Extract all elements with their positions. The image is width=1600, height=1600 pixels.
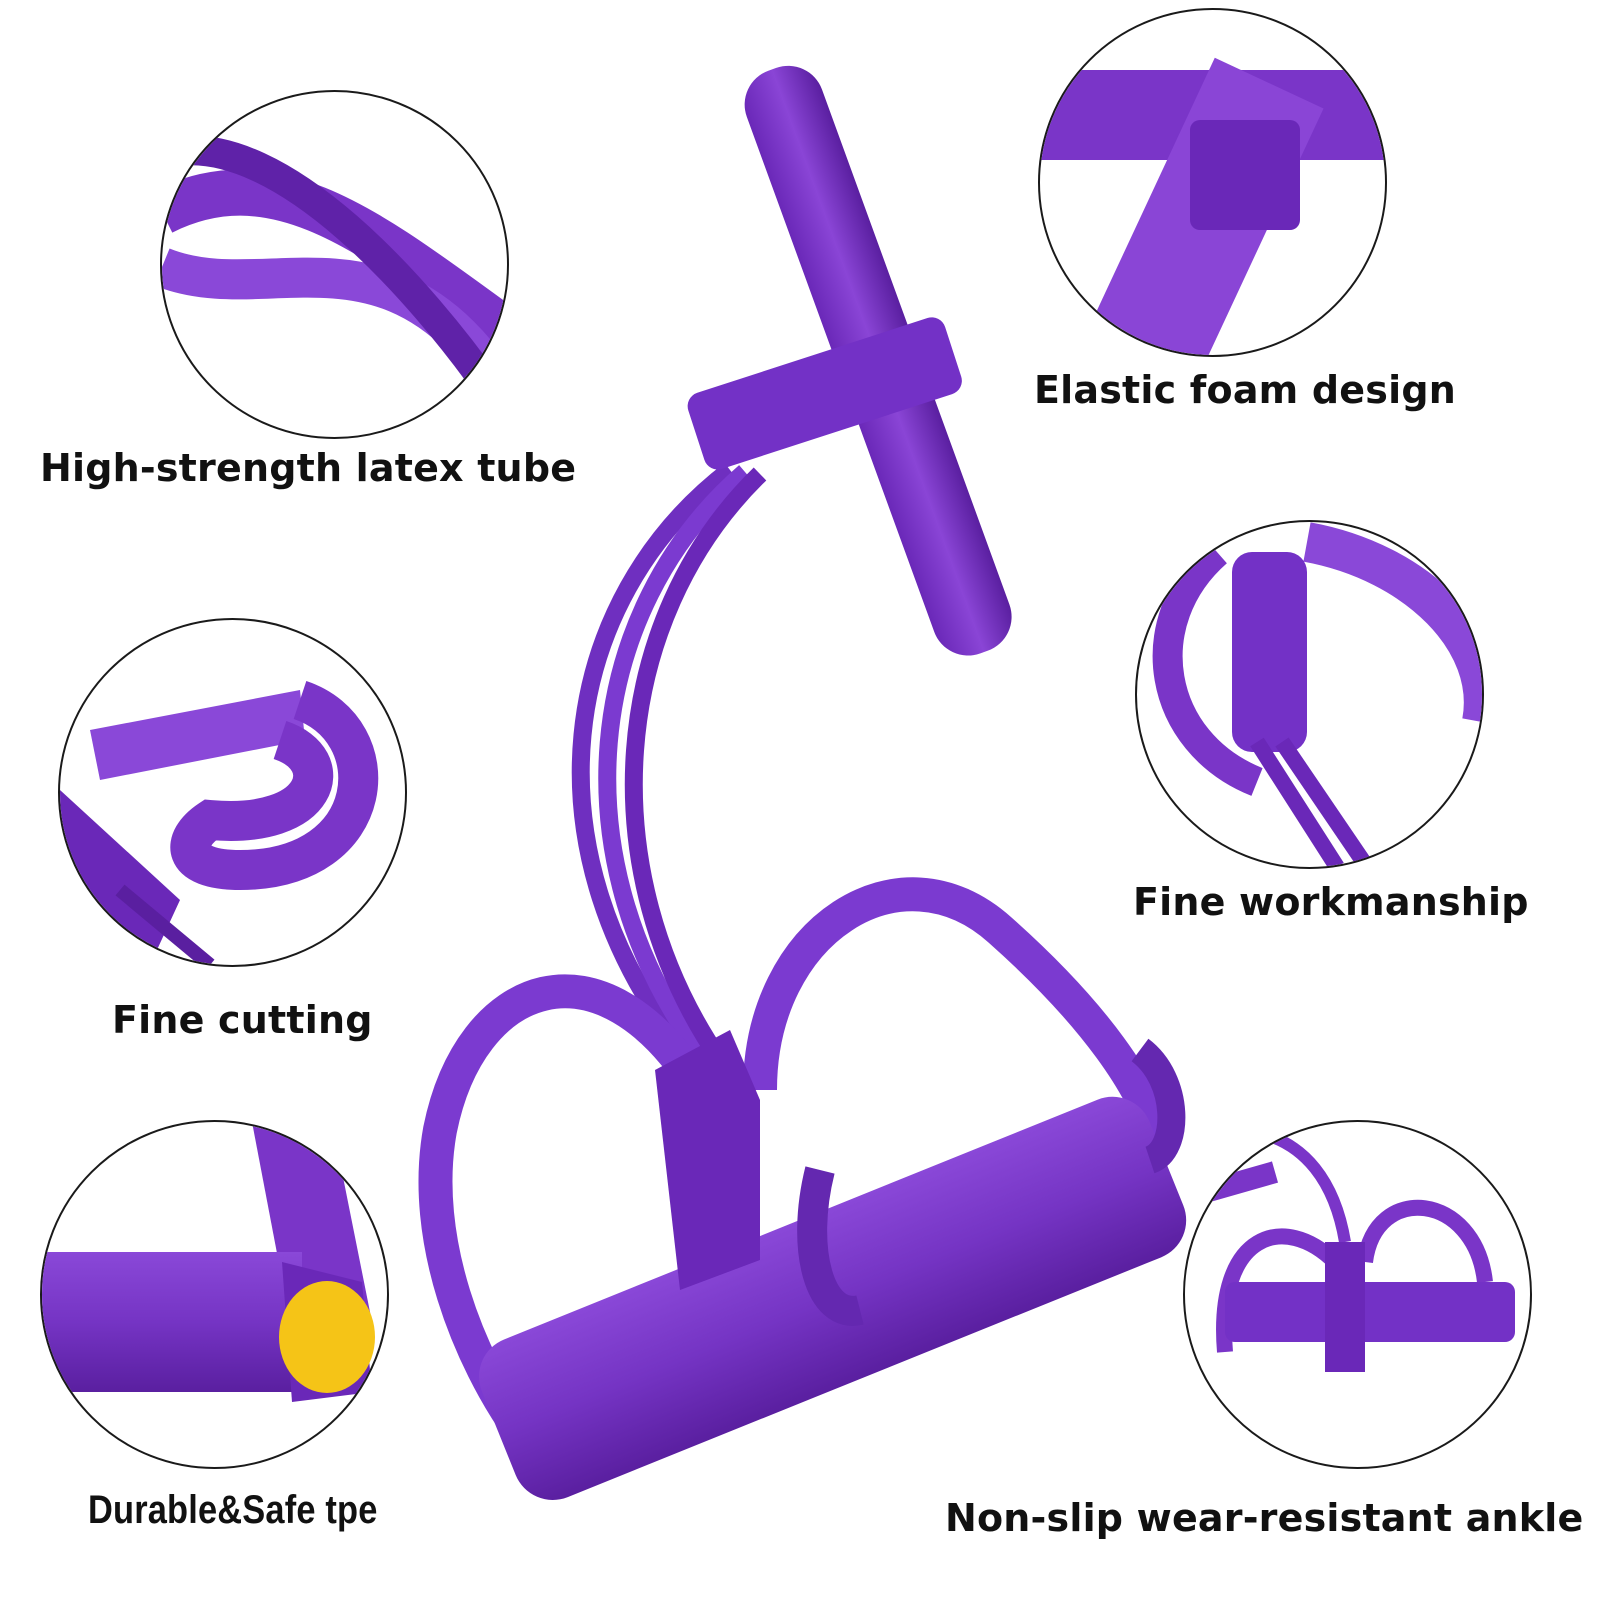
feature-circle-full-product [1183, 1120, 1532, 1469]
feature-circle-workmanship [1135, 520, 1484, 869]
feature-caption-fine-cutting: Fine cutting [112, 998, 373, 1042]
workmanship-detail-icon [1152, 522, 1482, 867]
latex-tube-detail-icon [162, 135, 507, 432]
full-product-detail-icon [1201, 1126, 1515, 1372]
feature-circle-cutting [58, 618, 407, 967]
feature-circle-foam-handle [1038, 8, 1387, 357]
end-cap-detail-icon [42, 1122, 375, 1402]
cutting-detail-icon [60, 681, 379, 965]
foam-handle-detail-icon [1040, 57, 1385, 355]
feature-circle-latex-tube [160, 90, 509, 439]
feature-caption-fine-workmanship: Fine workmanship [1133, 880, 1529, 924]
feature-caption-latex-tube: High-strength latex tube [40, 446, 577, 490]
feature-caption-foam-design: Elastic foam design [1034, 368, 1456, 412]
feature-circle-end-cap [40, 1120, 389, 1469]
feature-caption-durable-tpe: Durable&Safe tpe [88, 1488, 378, 1532]
feature-caption-non-slip-ankle: Non-slip wear-resistant ankle [945, 1496, 1584, 1540]
